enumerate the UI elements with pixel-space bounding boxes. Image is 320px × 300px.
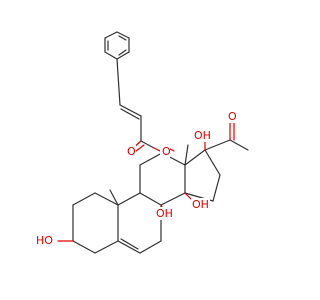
- hydroxyl-c17-label: OH: [194, 129, 211, 142]
- hydroxyl-c3-label: HO: [36, 234, 53, 247]
- atom-labels: O O O OH OH OH HO: [35, 110, 237, 247]
- ester-oxygen-label: O: [162, 145, 171, 158]
- phenyl-ring: [104, 31, 130, 60]
- methyl-groups: [109, 144, 189, 206]
- hydroxyl-c8-label: OH: [156, 207, 173, 220]
- ring-d: [184, 149, 221, 202]
- ring-b: [117, 192, 162, 254]
- acetyl-group: [204, 120, 249, 151]
- cinnamoyl-chain: [116, 58, 175, 152]
- ester-carbonyl-oxygen-label: O: [127, 145, 136, 158]
- ring-a: [72, 192, 119, 254]
- hydroxyl-c14-label: OH: [192, 198, 209, 211]
- ketone-oxygen-label: O: [228, 110, 237, 123]
- structure-diagram: O O O OH OH OH HO: [35, 31, 249, 254]
